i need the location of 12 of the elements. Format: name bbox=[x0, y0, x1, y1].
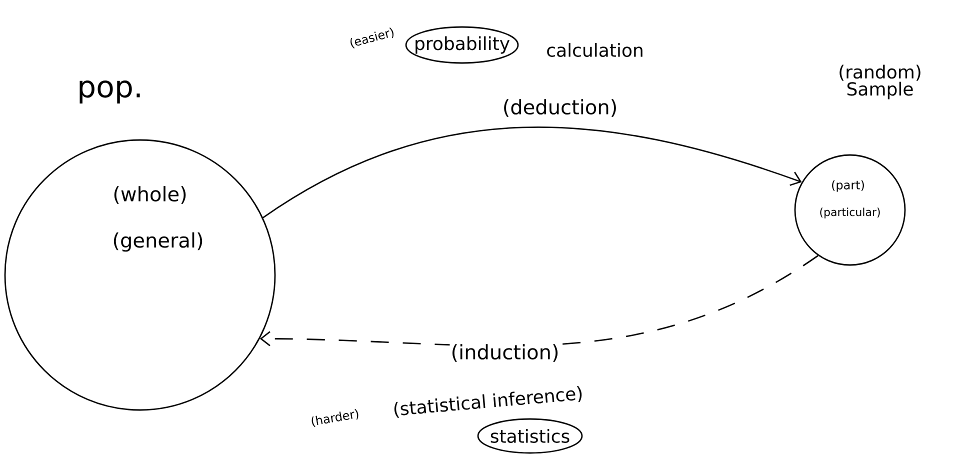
edge-label: (deduction) bbox=[501, 98, 619, 118]
ellipse-node: probability bbox=[405, 26, 519, 64]
ellipse-node: statistics bbox=[477, 418, 583, 454]
circle-node: (random) Sample (part) (particular) bbox=[794, 64, 920, 266]
node-label: (random) Sample bbox=[840, 64, 920, 100]
node-label: pop. bbox=[80, 80, 140, 104]
text-label: calculation bbox=[547, 43, 642, 57]
arrow bbox=[262, 126, 802, 218]
text-label: (statistical inference) bbox=[394, 386, 582, 418]
text-label: (harder) bbox=[312, 408, 358, 428]
edge-label: (induction) bbox=[450, 343, 560, 363]
circle-node: pop. (whole) (general) bbox=[4, 80, 276, 411]
